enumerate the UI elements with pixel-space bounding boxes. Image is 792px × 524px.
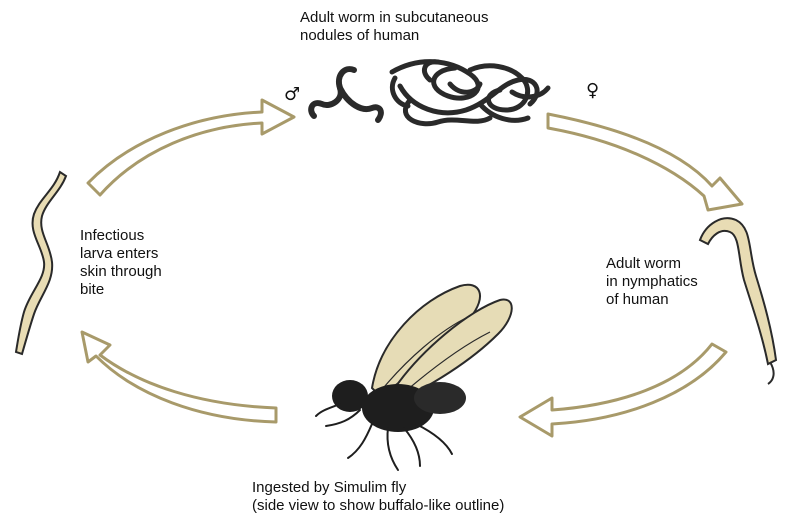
- label-adult-lymphatics: Adult worm in nymphatics of human: [606, 255, 702, 308]
- infectious-larva: [14, 170, 68, 356]
- label-infectious-larva-line: Infectious: [80, 227, 144, 244]
- label-adult-lymphatics-line: in nymphatics: [606, 273, 698, 290]
- label-ingested-fly-line: Ingested by Simulim fly: [252, 479, 407, 496]
- arrow-fly-to-larva: [80, 330, 278, 424]
- cycle-arrows: [80, 98, 744, 438]
- label-infectious-larva-line: bite: [80, 281, 104, 298]
- female-symbol: ♀: [586, 80, 599, 101]
- female-worm-tangle: [389, 59, 551, 127]
- arrow-larva-to-adult: [86, 98, 296, 197]
- text-labels: Adult worm in subcutaneous nodules of hu…: [80, 9, 702, 514]
- label-ingested-fly-line: (side view to show buffalo-like outline): [252, 497, 504, 514]
- label-ingested-fly: Ingested by Simulim fly (side view to sh…: [252, 479, 504, 514]
- label-adult-lymphatics-line: of human: [606, 291, 669, 308]
- arrow-lymphatic-to-fly: [518, 342, 728, 438]
- male-symbol: ♂: [284, 84, 300, 105]
- label-adult-lymphatics-line: Adult worm: [606, 255, 681, 272]
- lymphatic-worm: [698, 217, 778, 385]
- label-infectious-larva: Infectious larva enters skin through bit…: [80, 227, 166, 298]
- label-infectious-larva-line: skin through: [80, 263, 162, 280]
- label-adult-subcutaneous-line: Adult worm in subcutaneous: [300, 9, 488, 26]
- arrow-adult-to-lymphatic: [546, 112, 744, 212]
- label-infectious-larva-line: larva enters: [80, 245, 158, 262]
- label-adult-subcutaneous: Adult worm in subcutaneous nodules of hu…: [300, 9, 493, 44]
- label-adult-subcutaneous-line: nodules of human: [300, 27, 419, 44]
- male-worm: [308, 66, 384, 123]
- simulium-fly: [315, 283, 513, 471]
